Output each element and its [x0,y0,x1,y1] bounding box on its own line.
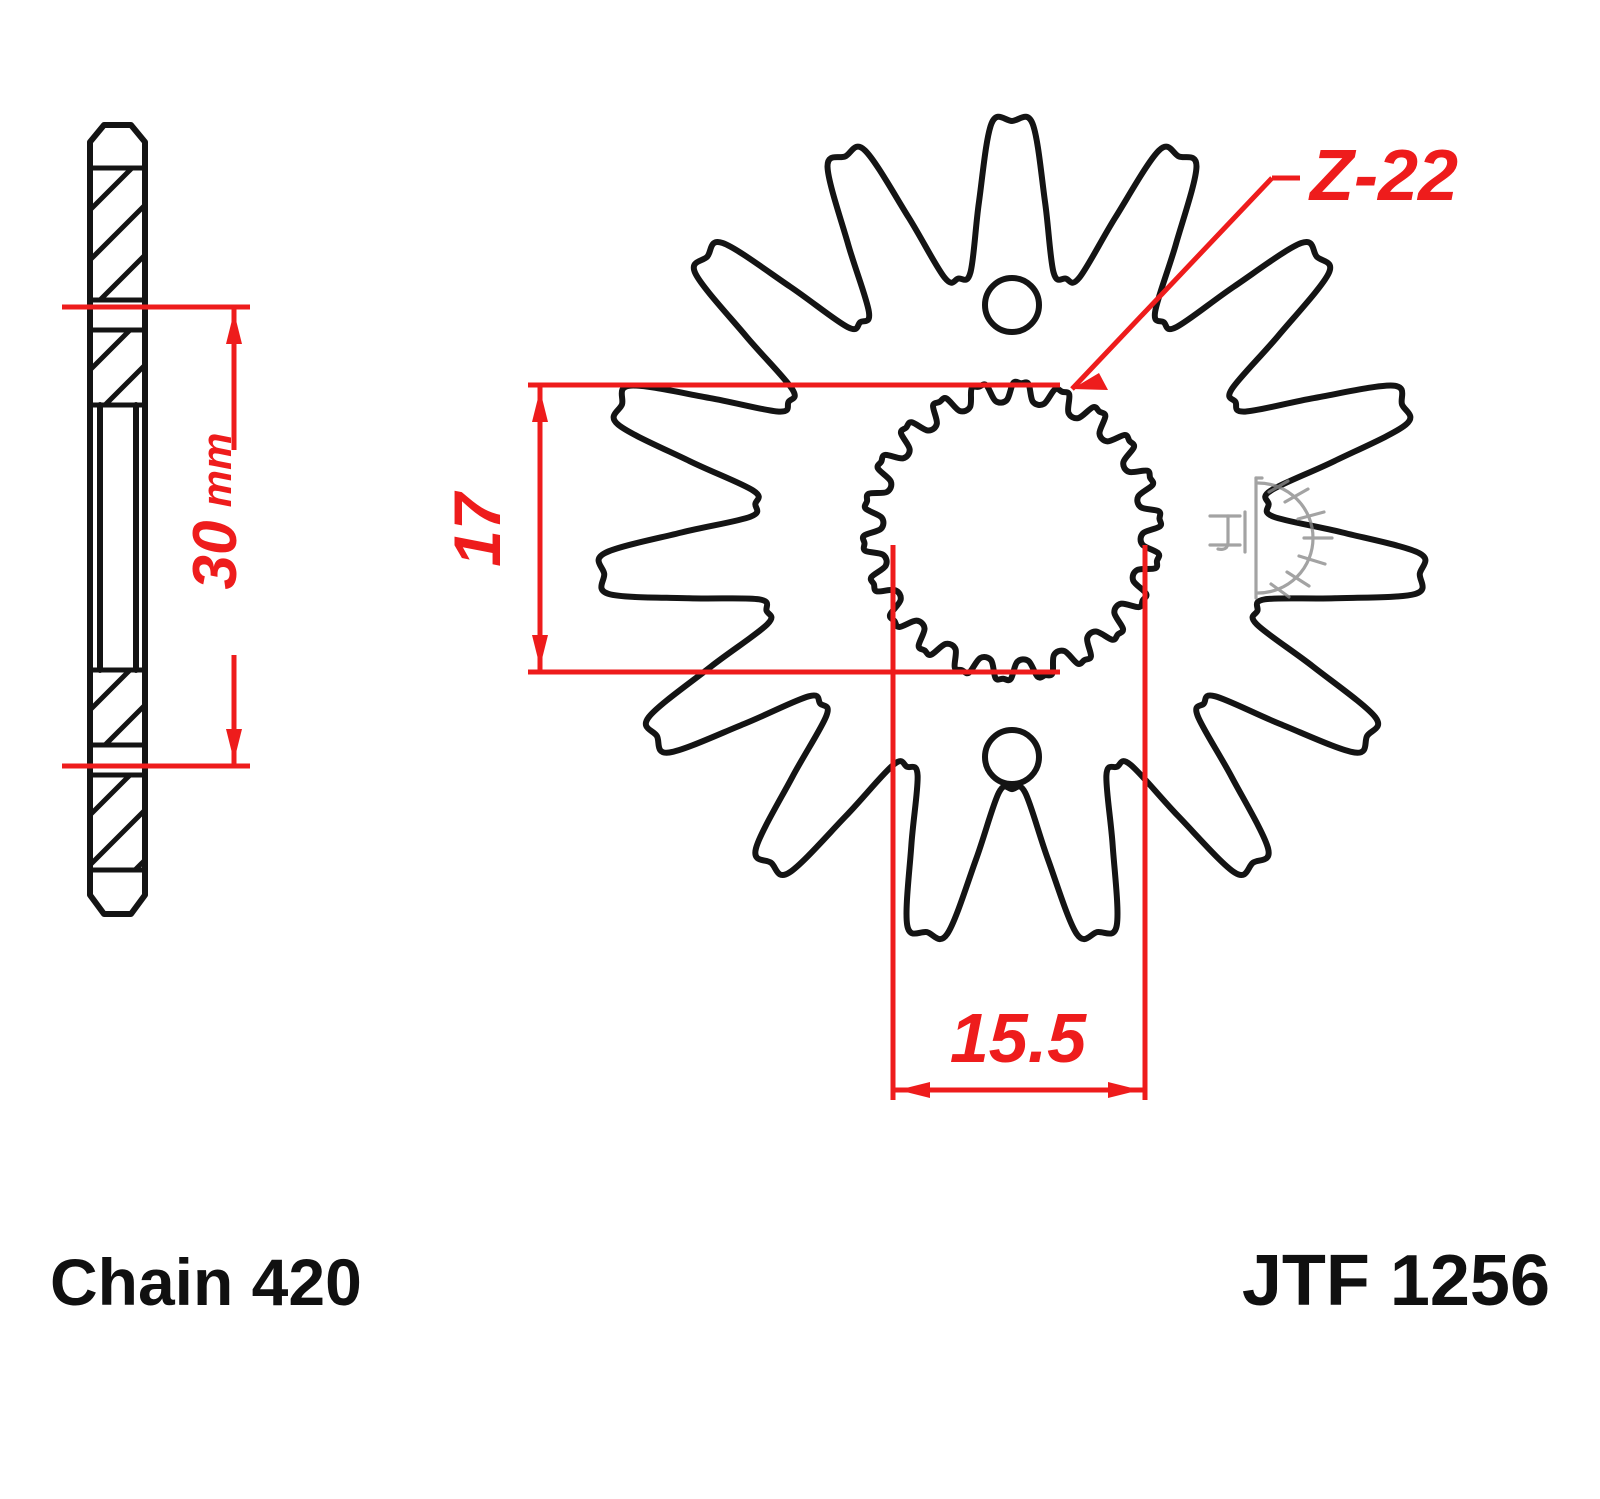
bolt-hole-top [982,275,1042,335]
section-hatch-block-d [90,777,145,868]
dimension-thickness-30mm: 30 mm [62,304,250,769]
dimension-spline-z22: Z-22 [1070,136,1458,391]
section-outer-profile [87,122,148,917]
arrowhead-17-top [532,390,548,422]
spline-count-label: Z-22 [1308,136,1458,216]
spline-bore-outline [859,378,1165,684]
front-sprocket-view: 17 15.5 Z-22 [440,113,1458,1100]
leader-arrowhead-z22 [1072,373,1108,390]
inner-height-label: 17 [440,490,514,567]
thickness-label-group: 30 mm [181,433,250,590]
section-hatch-block-a [90,170,145,298]
width-label: 15.5 [950,999,1087,1077]
arrowhead-bottom [226,729,242,761]
bolt-hole-bottom [982,727,1042,787]
jt-watermark-icon [1208,476,1334,600]
section-hatch-block-c [90,672,145,743]
thickness-unit-label: mm [193,433,240,508]
arrowhead-155-left [898,1082,930,1098]
part-number-label: JTF 1256 [1242,1241,1550,1321]
arrowhead-top [226,312,242,344]
inner-height-label-group: 17 [440,490,514,567]
dimension-inner-17: 17 [440,382,1060,675]
side-section-view: 30 mm [62,122,250,917]
arrowhead-17-bottom [532,635,548,667]
thickness-value-label: 30 [181,521,250,590]
leader-line-z22 [1070,176,1274,391]
arrowhead-155-right [1108,1082,1140,1098]
chain-label: Chain 420 [50,1245,362,1319]
dimension-width-15-5: 15.5 [890,545,1148,1100]
sprocket-body-outline [595,113,1429,943]
section-hatch-block-b [90,332,145,403]
